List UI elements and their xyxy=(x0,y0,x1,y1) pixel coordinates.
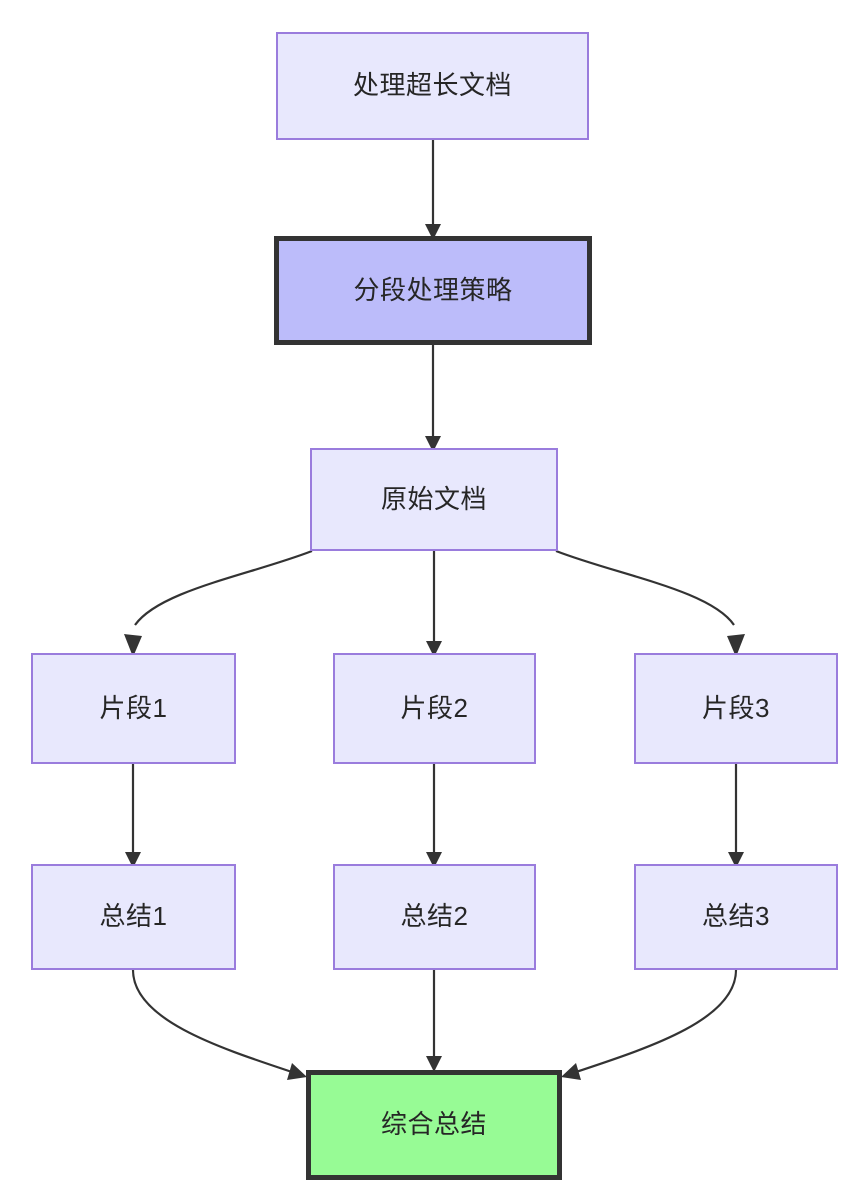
node-label: 总结1 xyxy=(99,901,168,932)
edge-chunk3-to-summary3 xyxy=(728,764,744,868)
node-chunk-1[interactable]: 片段1 xyxy=(31,653,236,764)
node-comprehensive-summary[interactable]: 综合总结 xyxy=(306,1070,562,1180)
node-summary-2[interactable]: 总结2 xyxy=(333,864,536,970)
node-process-long-document[interactable]: 处理超长文档 xyxy=(276,32,589,140)
node-label: 总结2 xyxy=(400,901,469,932)
edge-source-to-chunk1 xyxy=(124,549,313,657)
node-summary-3[interactable]: 总结3 xyxy=(634,864,838,970)
node-label: 综合总结 xyxy=(380,1109,487,1140)
edge-summary3-to-final xyxy=(561,969,738,1080)
edge-source-to-chunk2 xyxy=(426,551,442,657)
node-summary-1[interactable]: 总结1 xyxy=(31,864,236,970)
edge-summary1-to-final xyxy=(131,969,307,1080)
node-label: 分段处理策略 xyxy=(353,274,513,305)
edge-strategy-to-source xyxy=(425,345,441,452)
node-chunking-strategy[interactable]: 分段处理策略 xyxy=(274,236,592,345)
edge-process-to-strategy xyxy=(425,140,441,240)
node-label: 片段2 xyxy=(400,692,469,723)
node-label: 原始文档 xyxy=(380,483,487,514)
node-chunk-2[interactable]: 片段2 xyxy=(333,653,536,764)
node-label: 总结3 xyxy=(702,901,770,932)
node-label: 处理超长文档 xyxy=(352,70,512,101)
node-chunk-3[interactable]: 片段3 xyxy=(634,653,838,764)
node-source-document[interactable]: 原始文档 xyxy=(310,448,558,551)
edge-summary2-to-final xyxy=(426,970,442,1072)
edge-chunk2-to-summary2 xyxy=(426,764,442,868)
node-label: 片段1 xyxy=(99,692,168,723)
edge-source-to-chunk3 xyxy=(555,549,745,657)
edge-chunk1-to-summary1 xyxy=(125,764,141,868)
node-label: 片段3 xyxy=(702,692,770,723)
